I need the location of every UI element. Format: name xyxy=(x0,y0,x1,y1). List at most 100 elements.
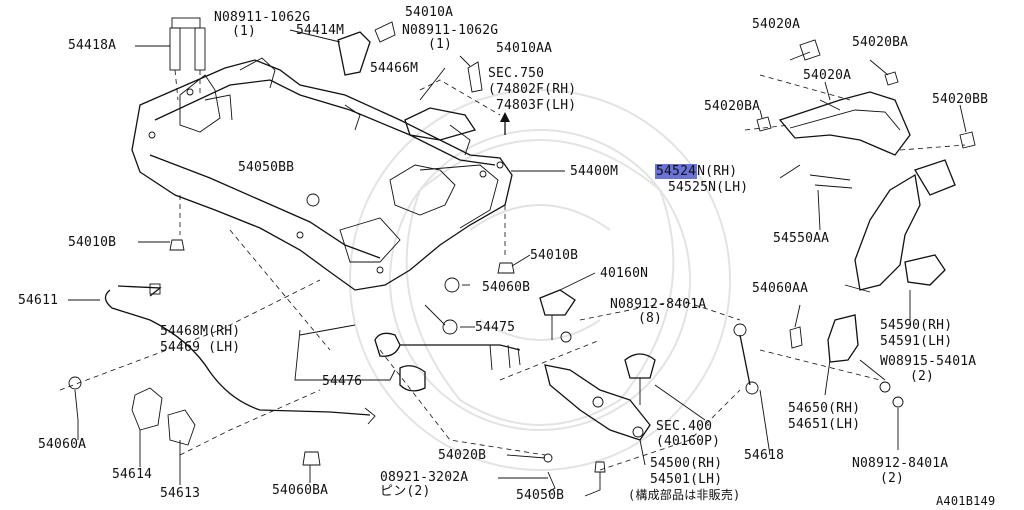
label-54591: 54591(LH) xyxy=(880,334,953,349)
insulator-54466M xyxy=(404,107,477,141)
upper-link-54524N xyxy=(744,39,976,156)
label-08911-1062G-1-qty: (1) xyxy=(232,24,257,39)
label-54650: 54650(RH) xyxy=(788,401,861,416)
ball-joint-40160N xyxy=(539,289,576,316)
bolt-54475 xyxy=(424,304,446,326)
label-54501: 54501(LH) xyxy=(650,472,723,487)
label-54020BB: 54020BB xyxy=(932,92,989,107)
front-suspension-member xyxy=(131,57,513,291)
label-54050B: 54050B xyxy=(516,488,565,503)
label-54050BB: 54050BB xyxy=(238,160,295,175)
label-54466M: 54466M xyxy=(370,61,419,76)
washer-08915 xyxy=(879,381,891,393)
bushing-54050BB xyxy=(306,193,320,207)
label-40160N: 40160N xyxy=(600,266,649,281)
label-54060AA: 54060AA xyxy=(752,281,809,296)
bushing-54475 xyxy=(442,319,458,335)
pin-08921 xyxy=(547,471,556,493)
label-74803F: 74803F(LH) xyxy=(496,98,577,113)
washer-54020B xyxy=(543,453,553,463)
label-74802F: (74802F(RH) xyxy=(488,82,577,97)
bolt-shaft-54060A xyxy=(74,389,79,421)
label-sec750: SEC.750 xyxy=(488,66,545,81)
label-54525N: 54525N(LH) xyxy=(668,180,749,195)
arrow-head-sec750 xyxy=(500,112,510,122)
relation-lines xyxy=(59,79,881,471)
label-sec400: SEC.400 xyxy=(656,419,713,434)
label-08912-8401A-1: N08912-8401A xyxy=(610,297,707,312)
label-08912-8401A-2: N08912-8401A xyxy=(852,456,949,471)
bolt-54010A xyxy=(374,21,396,43)
stabilizer-link-bottom xyxy=(745,381,759,395)
bushing-54613 xyxy=(167,409,196,446)
bushing-54468M xyxy=(374,332,401,357)
label-54524N-highlight: 54524 xyxy=(655,164,698,179)
watermark-emblem xyxy=(349,89,731,471)
label-54060BA: 54060BA xyxy=(272,483,329,498)
nut-54010B-left xyxy=(169,239,185,251)
label-08915-5401A: W08915-5401A xyxy=(880,354,977,369)
lower-link-end xyxy=(632,426,644,438)
bracket-54650 xyxy=(827,314,859,363)
label-54476: 54476 xyxy=(322,374,363,389)
bracket-54414M xyxy=(337,31,371,76)
bolt-54010AA xyxy=(467,61,483,93)
stabilizer-bar-54611 xyxy=(104,289,371,416)
label-54614: 54614 xyxy=(112,467,153,482)
ball-joint-sec400 xyxy=(624,353,656,379)
label-54060A: 54060A xyxy=(38,437,87,452)
stabilizer-link-top xyxy=(733,323,747,337)
label-54550AA: 54550AA xyxy=(773,231,830,246)
label-54468M: 54468M(RH) xyxy=(160,324,241,339)
label-08911-1062G-1: N08911-1062G xyxy=(214,10,311,25)
lower-link-54500 xyxy=(544,364,651,441)
label-08915-5401A-qty: (2) xyxy=(910,369,935,384)
label-54618: 54618 xyxy=(744,448,785,463)
nut-54050B xyxy=(594,461,606,473)
nut-08912-8401A xyxy=(560,331,572,343)
label-54010B-right: 54010B xyxy=(530,248,579,263)
bushing-54060B xyxy=(444,277,460,293)
stabilizer-end-right xyxy=(364,407,376,425)
label-54418A: 54418A xyxy=(68,38,117,53)
label-08912-8401A-2-qty: (2) xyxy=(880,471,905,486)
label-08911-1062G-2-qty: (1) xyxy=(428,37,453,52)
label-54475: 54475 xyxy=(475,320,516,335)
label-54414M: 54414M xyxy=(296,23,345,38)
label-54400M: 54400M xyxy=(570,164,619,179)
label-54010A: 54010A xyxy=(405,5,454,20)
label-54651: 54651(LH) xyxy=(788,417,861,432)
nut-54060BA xyxy=(302,451,321,466)
label-54020B: 54020B xyxy=(438,448,487,463)
label-54590: 54590(RH) xyxy=(880,318,953,333)
bolt-54418A xyxy=(169,17,206,101)
label-08911-1062G-2: N08911-1062G xyxy=(402,23,499,38)
label-54524N-suffix: N(RH) xyxy=(697,164,738,179)
label-54469: 54469 (LH) xyxy=(160,340,241,355)
label-54020BA-mid: 54020BA xyxy=(704,99,761,114)
leader-lines xyxy=(68,29,967,497)
knuckle-54590 xyxy=(809,159,956,293)
bolt-54060A xyxy=(68,376,82,390)
label-40160P: (40160P) xyxy=(656,434,721,449)
label-54611: 54611 xyxy=(18,293,59,308)
label-54613: 54613 xyxy=(160,486,201,501)
nut-08912-lower xyxy=(892,396,904,408)
diagram-code: A401B149 xyxy=(936,494,996,508)
label-08921-pin: ピン(2) xyxy=(380,484,431,499)
label-54020A-top: 54020A xyxy=(752,17,801,32)
bolt-54060AA xyxy=(789,326,803,349)
stabilizer-end-54611 xyxy=(117,285,162,297)
lower-link-bushing xyxy=(592,396,604,408)
label-54500: 54500(RH) xyxy=(650,456,723,471)
bushing-54476 xyxy=(399,365,426,392)
label-54010AA: 54010AA xyxy=(496,41,553,56)
label-54010B-left: 54010B xyxy=(68,235,117,250)
label-54020BA-top: 54020BA xyxy=(852,35,909,50)
tension-rod-54468M xyxy=(400,344,521,351)
bracket-54614 xyxy=(131,387,163,431)
label-08921-3202A: 08921-3202A xyxy=(380,470,469,485)
label-54020A-mid: 54020A xyxy=(803,68,852,83)
